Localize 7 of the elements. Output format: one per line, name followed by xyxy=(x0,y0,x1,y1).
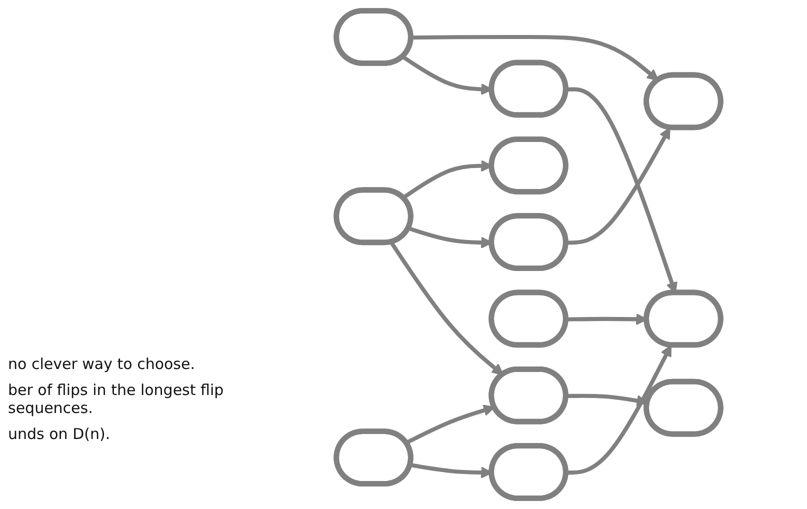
note-text: ber of flips in the longest flip sequences. xyxy=(8,381,225,417)
arrow xyxy=(411,34,659,81)
note-text: no clever way to choose. xyxy=(8,355,196,373)
arrow xyxy=(566,127,670,245)
arrow xyxy=(566,344,672,475)
arrow xyxy=(390,241,504,376)
note-text: unds on D(n). xyxy=(8,425,112,443)
